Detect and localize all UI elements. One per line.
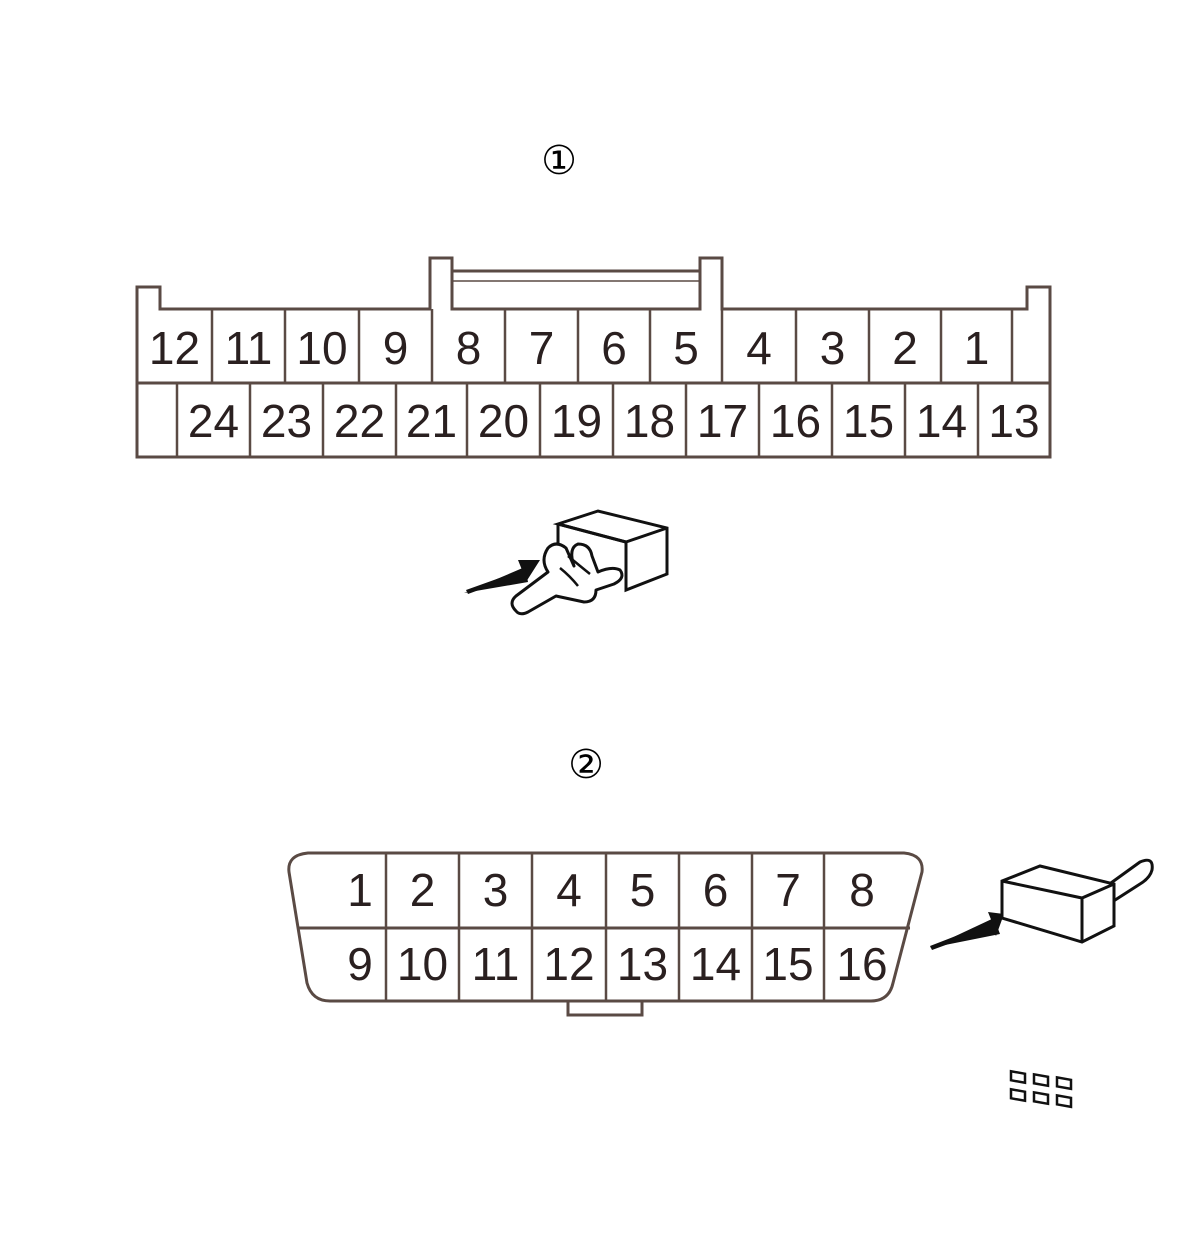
connector2-pin-label: 10 xyxy=(397,938,448,990)
connector1-pin-label: 19 xyxy=(551,395,602,447)
connector1-pin-label: 8 xyxy=(456,322,482,374)
connector1-pin-label: 13 xyxy=(988,395,1039,447)
connector2-pin-label: 4 xyxy=(556,864,582,916)
connector1-pin-label: 5 xyxy=(673,322,699,374)
connector2-pin-label: 11 xyxy=(472,938,520,990)
connector1-pin-label: 17 xyxy=(697,395,748,447)
connector1-pin-label: 23 xyxy=(261,395,312,447)
connector1-pin-label: 2 xyxy=(892,322,918,374)
connector1-pin-label: 4 xyxy=(746,322,772,374)
connector2-pin-label: 2 xyxy=(410,864,436,916)
connector1-pin-label: 12 xyxy=(149,322,200,374)
connector2-marker: ② xyxy=(568,742,604,788)
connector1-pin-label: 15 xyxy=(843,395,894,447)
connector1-pin-label: 16 xyxy=(770,395,821,447)
connector2-pin-label: 5 xyxy=(630,864,656,916)
connector2-pin-label: 7 xyxy=(775,864,801,916)
connector1-pin-label: 3 xyxy=(820,322,846,374)
connector1-pin-label: 24 xyxy=(188,395,239,447)
connector2-pin-label: 14 xyxy=(690,938,741,990)
connector1-pin-label: 21 xyxy=(406,395,457,447)
connector1-pin-label: 14 xyxy=(916,395,967,447)
connector1-pin-label: 18 xyxy=(624,395,675,447)
hand-pressing-connector-icon xyxy=(464,509,669,616)
connector1-pin-label: 10 xyxy=(296,322,347,374)
connector1-pin-label: 20 xyxy=(478,395,529,447)
connector1-pin-label: 6 xyxy=(601,322,627,374)
connector1-pin-label: 22 xyxy=(334,395,385,447)
connector2-pin-label: 6 xyxy=(703,864,729,916)
connector1-pin-label: 1 xyxy=(964,322,990,374)
connector2-pin-label: 12 xyxy=(543,938,594,990)
connector1-pin-label: 9 xyxy=(383,322,409,374)
connector2-pin-label: 8 xyxy=(849,864,875,916)
connector2-pin-label: 3 xyxy=(483,864,509,916)
connector2-pin-label: 16 xyxy=(836,938,887,990)
connector2-pin-label: 9 xyxy=(347,938,373,990)
connector1-pin-label: 11 xyxy=(225,322,273,374)
connector1-marker: ① xyxy=(541,138,577,184)
connector1-pin-label: 7 xyxy=(529,322,555,374)
connector2-pin-label: 13 xyxy=(617,938,668,990)
connector1-housing xyxy=(135,256,1052,459)
connector2-pin-label: 1 xyxy=(347,864,373,916)
plug-connector-icon xyxy=(930,858,1154,1109)
connector2-pin-label: 15 xyxy=(762,938,813,990)
connector2-housing xyxy=(287,851,924,1017)
